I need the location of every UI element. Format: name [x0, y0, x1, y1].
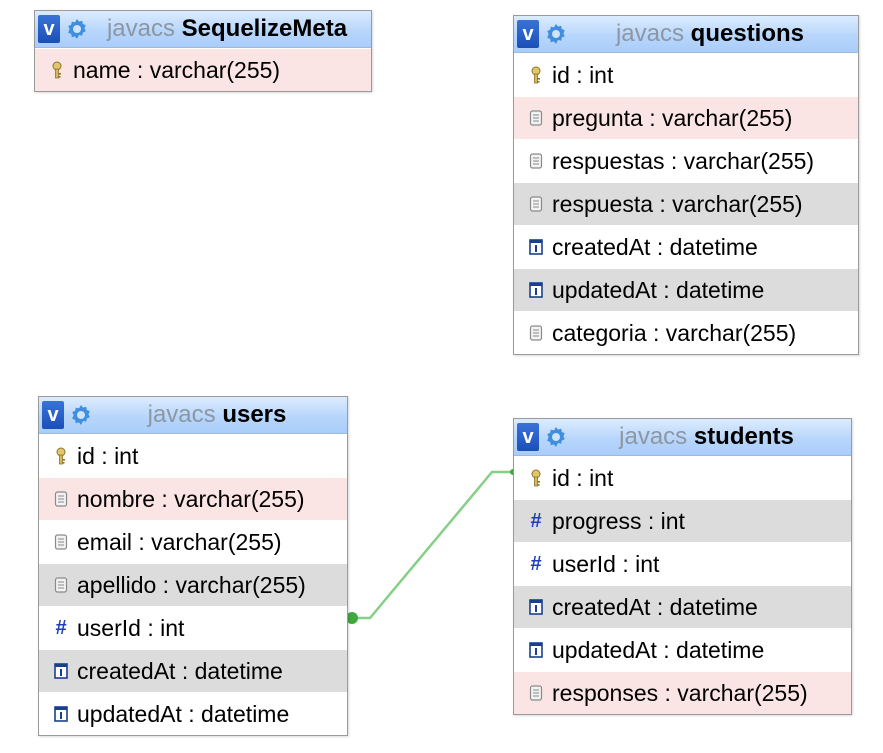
column-row[interactable]: createdAt : datetime: [39, 649, 347, 692]
text-column-icon: [524, 153, 548, 169]
date-column-icon: [524, 239, 548, 255]
text-column-icon: [49, 491, 73, 507]
table-name: questions: [690, 20, 805, 47]
toggle-columns-button[interactable]: v: [517, 423, 539, 451]
column-row[interactable]: createdAt : datetime: [514, 585, 851, 628]
text-column-icon: [524, 196, 548, 212]
date-column-icon: [49, 663, 73, 679]
database-name: javacs: [615, 20, 684, 47]
column-row[interactable]: updatedAt : datetime: [514, 268, 858, 311]
column-label: updatedAt : datetime: [552, 276, 765, 303]
table-title: javacs questions: [568, 20, 858, 48]
column-row[interactable]: updatedAt : datetime: [39, 692, 347, 735]
table-header[interactable]: v javacs students: [514, 419, 851, 456]
column-row[interactable]: id : int: [514, 53, 858, 96]
column-row[interactable]: # progress : int: [514, 499, 851, 542]
table-name: users: [222, 401, 287, 428]
column-label: pregunta : varchar(255): [552, 104, 793, 131]
column-row[interactable]: email : varchar(255): [39, 520, 347, 563]
int-column-icon: #: [530, 509, 542, 532]
date-column-icon: [524, 599, 548, 615]
database-name: javacs: [147, 401, 216, 428]
column-label: respuesta : varchar(255): [552, 190, 803, 217]
table-title: javacs SequelizeMeta: [89, 15, 371, 43]
toggle-columns-button[interactable]: v: [42, 401, 64, 429]
database-name: javacs: [106, 15, 175, 42]
key-icon: [49, 447, 73, 465]
date-column-icon: [524, 282, 548, 298]
column-row[interactable]: id : int: [39, 434, 347, 477]
key-icon: [524, 469, 548, 487]
text-column-icon: [524, 325, 548, 341]
int-column-icon: #: [530, 552, 542, 575]
table-header[interactable]: v javacs users: [39, 397, 347, 434]
relation-endpoint-dot: [346, 612, 358, 624]
column-label: categoria : varchar(255): [552, 319, 797, 346]
column-label: id : int: [552, 61, 614, 88]
text-column-icon: [524, 685, 548, 701]
column-label: id : int: [552, 464, 614, 491]
table-students[interactable]: v javacs students id : int # progress : in…: [513, 418, 852, 715]
gear-icon[interactable]: [69, 403, 93, 427]
toggle-columns-button[interactable]: v: [517, 20, 539, 48]
text-column-icon: [524, 110, 548, 126]
text-column-icon: [49, 577, 73, 593]
column-row[interactable]: apellido : varchar(255): [39, 563, 347, 606]
table-questions[interactable]: v javacs questions id : int pregunta : va…: [513, 15, 859, 355]
table-title: javacs users: [93, 401, 347, 429]
column-row[interactable]: respuestas : varchar(255): [514, 139, 858, 182]
column-label: apellido : varchar(255): [77, 571, 306, 598]
column-label: respuestas : varchar(255): [552, 147, 815, 174]
column-row[interactable]: nombre : varchar(255): [39, 477, 347, 520]
column-label: name : varchar(255): [73, 56, 281, 83]
text-column-icon: [49, 534, 73, 550]
table-name: students: [693, 423, 794, 450]
table-name: SequelizeMeta: [181, 15, 348, 42]
column-row[interactable]: # userId : int: [514, 542, 851, 585]
column-row[interactable]: name : varchar(255): [35, 48, 371, 91]
column-row[interactable]: # userId : int: [39, 606, 347, 649]
column-label: userId : int: [77, 614, 185, 641]
column-row[interactable]: responses : varchar(255): [514, 671, 851, 714]
table-users[interactable]: v javacs users id : int nombre : varchar(…: [38, 396, 348, 736]
database-name: javacs: [619, 423, 688, 450]
table-header[interactable]: v javacs SequelizeMeta: [35, 11, 371, 48]
column-label: id : int: [77, 442, 139, 469]
column-list: name : varchar(255): [35, 48, 371, 91]
column-row[interactable]: createdAt : datetime: [514, 225, 858, 268]
column-label: nombre : varchar(255): [77, 485, 305, 512]
column-row[interactable]: pregunta : varchar(255): [514, 96, 858, 139]
key-icon: [524, 66, 548, 84]
relation-line-users-students[interactable]: [352, 470, 514, 620]
date-column-icon: [49, 706, 73, 722]
column-label: updatedAt : datetime: [552, 636, 765, 663]
int-column-icon: #: [55, 616, 67, 639]
gear-icon[interactable]: [65, 17, 89, 41]
column-label: createdAt : datetime: [552, 233, 758, 260]
column-row[interactable]: respuesta : varchar(255): [514, 182, 858, 225]
table-title: javacs students: [568, 423, 851, 451]
column-label: userId : int: [552, 550, 660, 577]
gear-icon[interactable]: [544, 22, 568, 46]
column-label: createdAt : datetime: [77, 657, 283, 684]
gear-icon[interactable]: [544, 425, 568, 449]
column-row[interactable]: updatedAt : datetime: [514, 628, 851, 671]
column-list: id : int pregunta : varchar(255) respuesta…: [514, 53, 858, 354]
column-label: responses : varchar(255): [552, 679, 808, 706]
date-column-icon: [524, 642, 548, 658]
column-list: id : int nombre : varchar(255) email : var…: [39, 434, 347, 735]
column-list: id : int # progress : int # userId : int crea…: [514, 456, 851, 714]
table-sequelizemeta[interactable]: v javacs SequelizeMeta name : varchar(25…: [34, 10, 372, 92]
key-icon: [45, 61, 69, 79]
column-label: email : varchar(255): [77, 528, 282, 555]
table-header[interactable]: v javacs questions: [514, 16, 858, 53]
column-row[interactable]: categoria : varchar(255): [514, 311, 858, 354]
column-label: progress : int: [552, 507, 685, 534]
column-label: updatedAt : datetime: [77, 700, 290, 727]
toggle-columns-button[interactable]: v: [38, 15, 60, 43]
column-label: createdAt : datetime: [552, 593, 758, 620]
column-row[interactable]: id : int: [514, 456, 851, 499]
